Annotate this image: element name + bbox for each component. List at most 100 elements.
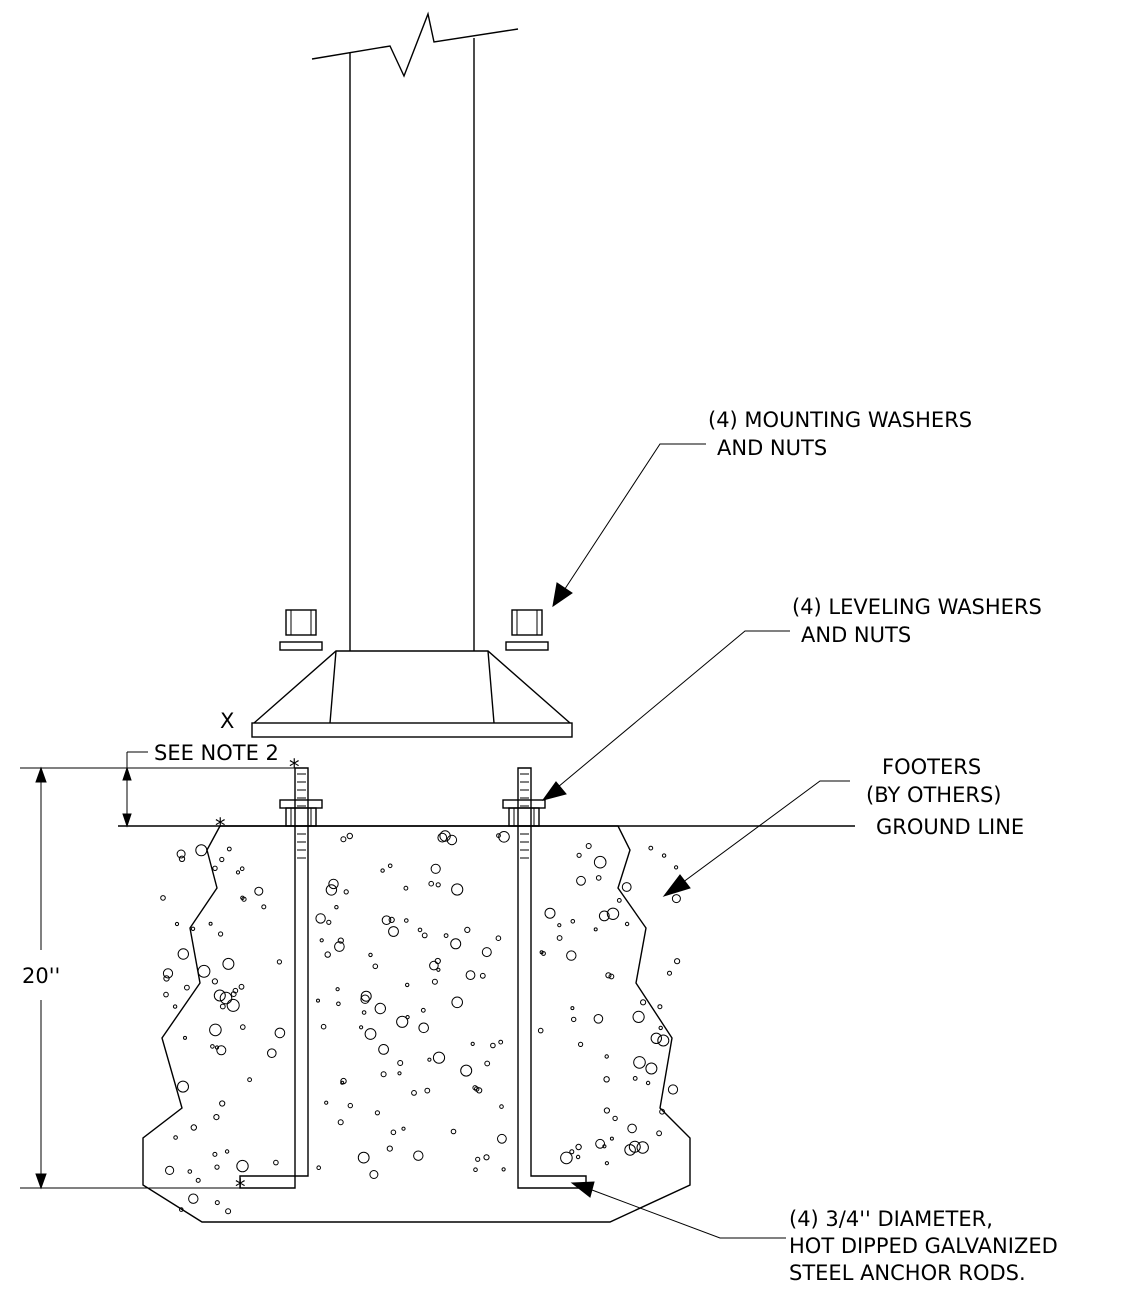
aggregate-stone [609, 1136, 614, 1141]
aggregate-stone [346, 832, 353, 840]
dimension-depth [20, 766, 240, 1190]
aggregate-stone [357, 1151, 370, 1164]
aggregate-stone [378, 1044, 390, 1055]
aggregate-stone [335, 987, 340, 992]
aggregate-stone [475, 1156, 481, 1162]
aggregate-stone [430, 863, 441, 874]
aggregate-stone [315, 913, 326, 924]
aggregate-stone [219, 856, 225, 863]
aggregate-stone [405, 982, 410, 988]
anchor-rod-left-body [239, 767, 309, 1189]
aggregate-stone [624, 1144, 636, 1156]
mounting-hardware-left [279, 609, 323, 651]
aggregate-stone [254, 886, 264, 896]
aggregate-stone [219, 991, 233, 1005]
aggregate-stone [369, 1170, 379, 1179]
aggregate-stone [657, 1004, 663, 1010]
aggregate-stone [439, 830, 451, 842]
aggregate-stone [417, 927, 423, 933]
leader-leveling-washers [541, 630, 790, 801]
leader-anchor-rods [570, 1181, 786, 1239]
aggregate-stone [470, 1041, 475, 1047]
aggregate-stone [276, 959, 282, 965]
aggregate-stone [659, 1108, 665, 1115]
base-plate [251, 650, 573, 738]
aggregate-stone [585, 843, 592, 849]
aggregate-stone [273, 1159, 279, 1166]
aggregate-stone [418, 1022, 430, 1034]
aggregate-stone [214, 1164, 220, 1170]
aggregate-stone [633, 1056, 646, 1069]
aggregate-stone [434, 957, 441, 965]
aggregate-stone [172, 1004, 178, 1009]
footers-label-line2: (BY OTHERS) [866, 783, 1002, 807]
aggregate-stone [368, 952, 373, 958]
aggregate-stone [671, 894, 681, 904]
aggregate-stone [427, 1057, 432, 1062]
anchor-rod-right-body [517, 767, 587, 1189]
aggregate-stone [608, 973, 615, 980]
aggregate-stone [595, 875, 602, 881]
dimension-x [118, 751, 295, 828]
aggregate-stone [236, 1159, 249, 1173]
aggregate-stone [183, 1035, 187, 1040]
aggregate-stone [446, 834, 458, 846]
base-plate-inner-left [329, 650, 337, 724]
aggregate-stone [650, 1032, 662, 1045]
aggregate-stone [212, 1151, 218, 1157]
aggregate-stone [224, 1149, 230, 1154]
aggregate-stone [595, 1138, 605, 1149]
aggregate-stone [188, 1193, 199, 1204]
aggregate-stone [645, 1062, 658, 1075]
aggregate-stone [501, 1167, 506, 1172]
aggregate-stone [361, 1010, 367, 1015]
aggregate-stone [179, 1207, 184, 1212]
ground-line-label: GROUND LINE [876, 815, 1024, 839]
aggregate-stone [605, 972, 612, 979]
aggregate-stone [674, 958, 681, 965]
aggregate-stone [388, 916, 395, 924]
leveling-nut-right [508, 807, 540, 827]
svg-text:*: * [215, 814, 226, 838]
aggregate-stone [674, 865, 679, 870]
aggregate-stone [640, 999, 647, 1006]
aggregate-stone [499, 1104, 504, 1109]
aggregate-stone [570, 1006, 575, 1011]
aggregate-stone [544, 907, 556, 919]
aggregate-stone [328, 878, 339, 890]
aggregate-stone [214, 1200, 220, 1206]
aggregate-stone [380, 868, 385, 873]
aggregate-stone [404, 918, 409, 923]
aggregate-stone [390, 1129, 397, 1136]
aggregate-stone [337, 937, 344, 944]
aggregate-stone [451, 883, 464, 896]
aggregate-stone [464, 926, 471, 934]
aggregate-stone [498, 1039, 504, 1045]
mounting-nut-right [511, 609, 543, 636]
aggregate-stone [219, 1003, 226, 1010]
aggregate-stone [165, 1165, 175, 1176]
aggregate-stone [498, 831, 510, 843]
pole-break-line [311, 11, 519, 78]
aggregate-stone [195, 844, 208, 857]
aggregate-stone [178, 855, 186, 862]
leveling-washer-left [279, 799, 323, 809]
aggregate-stone [490, 1042, 496, 1049]
aggregate-stone [451, 996, 464, 1009]
aggregate-stone [334, 941, 345, 952]
aggregate-stone [324, 1100, 329, 1105]
aggregate-stone [340, 1077, 347, 1085]
see-note-label: SEE NOTE 2 [154, 741, 279, 765]
aggregate-stone [604, 1161, 610, 1166]
aggregate-stone [235, 870, 241, 875]
mounting-hardware-right [505, 609, 549, 651]
footers-label-line1: FOOTERS [882, 755, 981, 779]
aggregate-stone [173, 1135, 178, 1140]
aggregate-stone [411, 1090, 417, 1096]
aggregate-stone [465, 970, 476, 980]
aggregate-stone [222, 957, 235, 970]
pole [311, 11, 519, 651]
aggregate-stone [190, 1124, 198, 1131]
aggregate-stone [575, 1154, 581, 1160]
base-plate-flange [251, 722, 573, 738]
